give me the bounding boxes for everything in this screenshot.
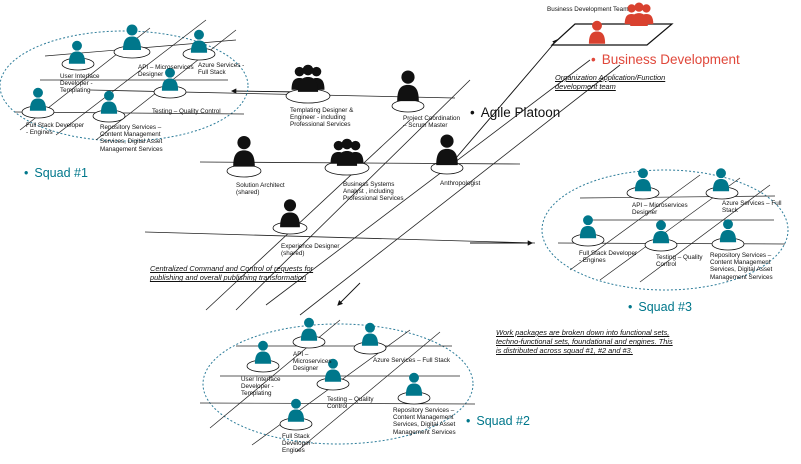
squad2-api-person-icon xyxy=(300,317,318,341)
squad3-testing-label: Testing – Quality Control xyxy=(656,254,703,269)
squad1-ui-label: User Interface Developer - Templating xyxy=(60,73,100,95)
squad2-ui-label: User Interface Developer - Templating xyxy=(241,376,281,398)
squad1-repo-label: Repository Services – Content Management… xyxy=(100,124,163,153)
squad3-boundary xyxy=(541,169,789,291)
squad1-fullstack-label: Full Stack Developer - Engines xyxy=(26,122,85,137)
squad1-testing-label: Testing – Quality Control xyxy=(152,108,221,115)
work-note: Work packages are broken down into funct… xyxy=(496,328,673,356)
business-title: •Business Development xyxy=(591,52,740,67)
squad2-azure-person-icon xyxy=(361,322,379,346)
command-note: Centralized Command and Control of reque… xyxy=(150,264,314,283)
squad3-azure-person-icon xyxy=(712,168,730,192)
flow-arrows xyxy=(230,39,558,306)
squad3-title: •Squad #3 xyxy=(628,300,692,314)
templating-label: Templating Designer & Engineer - includi… xyxy=(290,107,354,129)
experience-label: Experience Designer (shared) xyxy=(281,243,340,258)
coordination-label: Project Coordination – Scrum Master xyxy=(403,115,461,130)
squad3-repo-person-icon xyxy=(719,219,737,243)
squad2-api-label: API – Microservices Designer xyxy=(293,351,332,373)
arrow-to-squad2 xyxy=(337,282,361,306)
anthropologist-label: Anthropologist xyxy=(440,180,481,187)
squad2-boundary xyxy=(202,323,474,445)
architect-label: Solution Architect (shared) xyxy=(236,182,285,197)
squad2-fullstack-label: Full Stack Developer - Engines xyxy=(282,433,315,455)
squad2-ui-person-icon xyxy=(254,340,272,364)
templating-group-icon xyxy=(291,64,325,92)
squad1-azure-label: Azure Services - Full Stack xyxy=(198,62,245,77)
experience-person-icon xyxy=(280,199,300,228)
squad3-fullstack-label: Full Stack Developer - Engines xyxy=(579,250,638,265)
squad2-repo-label: Repository Services – Content Management… xyxy=(393,407,456,436)
squad3-api-label: API – Microservices Designer xyxy=(632,202,688,217)
squad3-fullstack-person-icon xyxy=(579,215,597,239)
squad1-title: •Squad #1 xyxy=(24,166,88,180)
squad2-fullstack-person-icon xyxy=(287,398,305,422)
business-platform xyxy=(550,2,674,46)
squad3-azure-label: Azure Services – Full Stack xyxy=(722,200,782,215)
analyst-group-icon xyxy=(330,138,364,166)
platoon-pads xyxy=(226,88,464,235)
squad2-azure-label: Azure Services – Full Stack xyxy=(373,357,450,364)
business-team-label: Business Development Team xyxy=(547,6,629,13)
squad1-boundary xyxy=(0,30,249,142)
squad3-repo-label: Repository Services – Content Management… xyxy=(710,252,773,281)
platoon-title: •Agile Platoon xyxy=(470,105,561,120)
business-group-icon xyxy=(624,2,654,26)
squad1-api-label: API – Microservices Designer xyxy=(138,64,194,79)
squad1-fullstack-person-icon xyxy=(29,87,47,111)
coordination-person-icon xyxy=(397,70,419,102)
arrow-to-squad1 xyxy=(230,88,301,94)
squad2-testing-label: Testing – Quality Control xyxy=(327,396,374,411)
squad1-ui-person-icon xyxy=(68,40,86,64)
arrow-to-business xyxy=(455,39,558,159)
analyst-label: Business Systems Analyst , including Pro… xyxy=(343,181,404,203)
anthropologist-person-icon xyxy=(436,134,458,166)
squad1-azure-person-icon xyxy=(190,29,208,53)
architect-person-icon xyxy=(233,136,255,167)
business-note: Organization Application/Function develo… xyxy=(555,73,666,92)
squad2-title: •Squad #2 xyxy=(466,414,530,428)
